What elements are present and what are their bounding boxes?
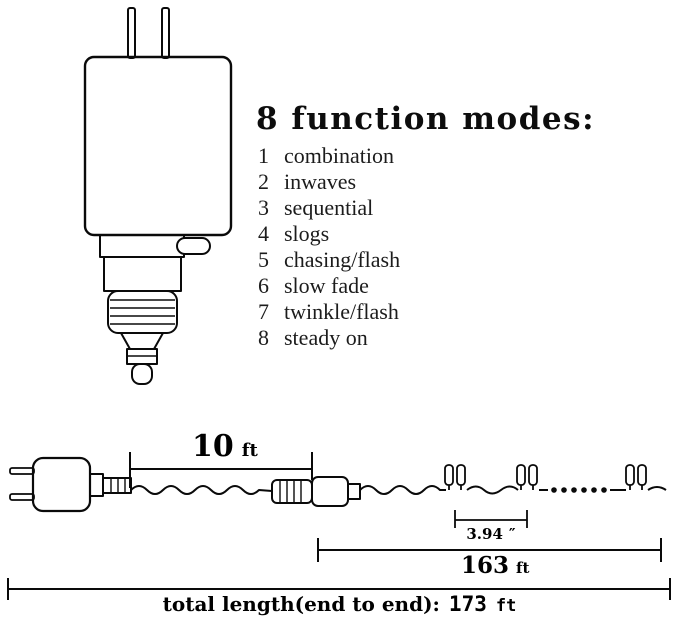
mode-number: 8 xyxy=(258,325,269,350)
mode-label: sequential xyxy=(284,195,374,220)
lead-length-value: 10 xyxy=(192,429,234,464)
mode-item: 5 chasing/flash xyxy=(258,247,400,273)
mini-bulb-icon xyxy=(444,464,454,491)
mode-item: 6 slow fade xyxy=(258,273,400,299)
mini-bulb-icon xyxy=(456,464,466,491)
mode-label: slow fade xyxy=(284,273,369,298)
mode-item: 7 twinkle/flash xyxy=(258,299,400,325)
mode-item: 4 slogs xyxy=(258,221,400,247)
bulb-spacing-unit: ″ xyxy=(508,525,516,543)
bulb-pair xyxy=(625,464,647,491)
cord-bushing-icon xyxy=(89,473,132,497)
mode-number: 4 xyxy=(258,221,269,246)
mode-number: 6 xyxy=(258,273,269,298)
mode-item: 1 combination xyxy=(258,143,400,169)
mode-number: 2 xyxy=(258,169,269,194)
dimension-lit-length-label: 163 ft xyxy=(461,552,529,579)
wire-segment xyxy=(466,485,519,495)
mini-bulb-icon xyxy=(528,464,538,491)
mode-number: 1 xyxy=(258,143,269,168)
lit-length-unit: ft xyxy=(516,559,530,577)
wire-segment xyxy=(647,486,667,491)
adapter-neck xyxy=(99,234,185,258)
mode-label: steady on xyxy=(284,325,368,350)
function-modes-heading: 8 function modes: xyxy=(256,101,596,137)
cable-connector-icon xyxy=(271,476,361,507)
total-length-value: 173 xyxy=(448,592,487,616)
lights-diagram xyxy=(9,456,667,513)
wire-segment xyxy=(359,485,446,495)
dimension-line-163ft xyxy=(317,538,662,562)
plug-prong-icon xyxy=(9,467,35,475)
dimension-line-10ft xyxy=(129,452,313,488)
adapter-prongs-icon xyxy=(127,7,170,59)
mode-item: 2 inwaves xyxy=(258,169,400,195)
mode-item: 3 sequential xyxy=(258,195,400,221)
dimension-line-bulb-spacing xyxy=(454,510,528,528)
adapter-controller xyxy=(103,256,182,292)
wall-plug-icon xyxy=(9,456,92,513)
plug-prong-icon xyxy=(9,493,35,501)
mode-item: 8 steady on xyxy=(258,325,400,351)
mode-label: inwaves xyxy=(284,169,357,194)
lit-length-value: 163 xyxy=(461,552,510,579)
mode-number: 5 xyxy=(258,247,269,272)
mini-bulb-icon xyxy=(625,464,635,491)
mode-label: combination xyxy=(284,143,394,168)
mode-number: 7 xyxy=(258,299,269,324)
total-length-caption: total length(end to end): xyxy=(162,592,440,616)
dimension-lead-length-label: 10 ft xyxy=(192,429,258,464)
continuation-dots xyxy=(551,487,607,493)
mode-label: twinkle/flash xyxy=(284,299,399,324)
adapter-cord xyxy=(120,332,164,385)
dimension-total-length-label: total length(end to end): 173 ft xyxy=(0,592,679,616)
bulb-pair xyxy=(444,464,466,491)
dimension-lines xyxy=(7,452,671,600)
function-modes-list: 1 combination 2 inwaves 3 sequential 4 s… xyxy=(258,143,400,351)
adapter-side-tab xyxy=(176,237,211,255)
mode-label: chasing/flash xyxy=(284,247,401,272)
wire-segment xyxy=(130,485,273,495)
mini-bulb-icon xyxy=(637,464,647,491)
adapter-body xyxy=(83,55,233,237)
mode-number: 3 xyxy=(258,195,269,220)
adapter-strain-relief xyxy=(107,290,178,334)
power-adapter-illustration xyxy=(83,7,233,385)
dimension-line-total xyxy=(7,578,671,600)
bulb-spacing-value: 3.94 xyxy=(466,525,503,543)
dimension-bulb-spacing-label: 3.94 ″ xyxy=(441,525,541,543)
bulb-pair xyxy=(516,464,538,491)
mode-label: slogs xyxy=(284,221,330,246)
mini-bulb-icon xyxy=(516,464,526,491)
total-length-unit: ft xyxy=(495,596,517,616)
lead-length-unit: ft xyxy=(241,440,258,461)
